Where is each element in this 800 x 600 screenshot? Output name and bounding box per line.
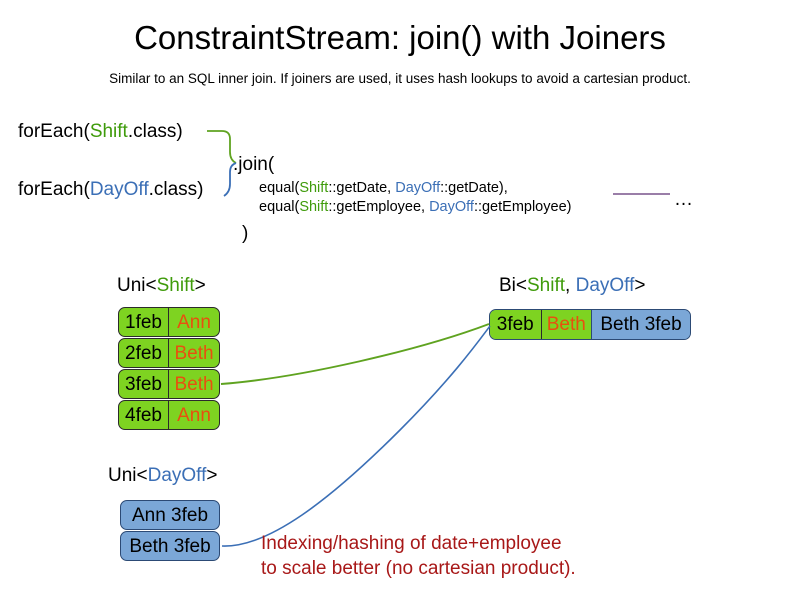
- label-bi-join: Bi<Shift, DayOff>: [499, 274, 645, 298]
- label-uni-dayoff-prefix: Uni<: [108, 465, 148, 486]
- joiner-1-prefix: equal(: [259, 180, 300, 196]
- code-foreach-shift-prefix: forEach(: [18, 121, 90, 142]
- shift-employee-cell: Beth: [174, 342, 214, 364]
- code-foreach-shift-suffix: .class): [127, 121, 183, 142]
- code-joiner-equal-employee: equal(Shift::getEmployee, DayOff::getEmp…: [259, 198, 571, 217]
- label-bi-type-b: DayOff: [575, 275, 635, 296]
- joiner-2-right-type: DayOff: [429, 199, 474, 215]
- connector-shift-to-bi: [220, 323, 490, 385]
- shift-date-cell: 4feb: [119, 401, 170, 429]
- label-bi-suffix: >: [634, 275, 646, 296]
- code-foreach-shift-type: Shift: [89, 121, 128, 142]
- label-uni-shift: Uni<Shift>: [117, 274, 206, 298]
- shift-fact-row[interactable]: 2feb Beth: [118, 338, 220, 368]
- bi-shift-date-cell: 3feb: [490, 310, 542, 339]
- code-foreach-dayoff-suffix: .class): [148, 179, 204, 200]
- label-bi-separator: ,: [565, 275, 576, 296]
- shift-employee-cell: Ann: [177, 404, 211, 426]
- code-foreach-dayoff-type: DayOff: [89, 179, 149, 200]
- dayoff-fact-row[interactable]: Ann 3feb: [120, 500, 220, 530]
- shift-date-cell: 3feb: [119, 370, 170, 398]
- label-uni-dayoff: Uni<DayOff>: [108, 464, 218, 488]
- shift-date-cell: 2feb: [119, 339, 170, 367]
- code-ellipsis: …: [674, 189, 693, 210]
- dayoff-tuple-cell: Beth 3feb: [129, 535, 211, 557]
- bi-shift-employee-cell: Beth: [541, 310, 593, 339]
- joiner-2-right-ref: ::getEmployee): [473, 199, 572, 215]
- label-uni-shift-suffix: >: [194, 275, 206, 296]
- shift-employee-cell: Ann: [177, 311, 211, 333]
- label-uni-shift-prefix: Uni<: [117, 275, 157, 296]
- dayoff-tuple-cell: Ann 3feb: [131, 504, 209, 526]
- code-join-open: .join(: [233, 154, 275, 175]
- code-join-close: ): [242, 223, 249, 244]
- connector-dayoff-to-bi: [221, 325, 491, 547]
- page-subtitle: Similar to an SQL inner join. If joiners…: [109, 71, 691, 86]
- joiner-1-left-ref: ::getDate,: [328, 180, 396, 196]
- code-foreach-dayoff: forEach(DayOff.class): [18, 178, 204, 202]
- joiner-2-prefix: equal(: [259, 199, 300, 215]
- label-bi-prefix: Bi<: [499, 275, 527, 296]
- annotation-text: Indexing/hashing of date+employee to sca…: [261, 531, 576, 581]
- joiner-1-right-ref: ::getDate),: [440, 180, 508, 196]
- brace-shift-to-join: [207, 130, 237, 164]
- label-uni-dayoff-suffix: >: [206, 465, 218, 486]
- shift-fact-row[interactable]: 4feb Ann: [118, 400, 220, 430]
- label-uni-shift-type: Shift: [156, 275, 195, 296]
- shift-fact-row[interactable]: 1feb Ann: [118, 307, 220, 337]
- page-title: ConstraintStream: join() with Joiners: [134, 19, 666, 56]
- shift-date-cell: 1feb: [119, 308, 170, 336]
- annotation-line-2: to scale better (no cartesian product).: [261, 558, 576, 579]
- shift-fact-row[interactable]: 3feb Beth: [118, 369, 220, 399]
- joiner-1-left-type: Shift: [299, 180, 329, 196]
- label-bi-type-a: Shift: [527, 275, 566, 296]
- code-foreach-shift: forEach(Shift.class): [18, 120, 183, 144]
- joiner-2-left-ref: ::getEmployee,: [328, 199, 430, 215]
- bi-joined-row[interactable]: 3feb Beth Beth 3feb: [489, 309, 691, 340]
- dayoff-fact-row[interactable]: Beth 3feb: [120, 531, 220, 561]
- label-uni-dayoff-type: DayOff: [147, 465, 207, 486]
- annotation-line-1: Indexing/hashing of date+employee: [261, 533, 562, 554]
- joiner-1-right-type: DayOff: [395, 180, 441, 196]
- bi-dayoff-tuple-cell: Beth 3feb: [592, 310, 690, 339]
- code-foreach-dayoff-prefix: forEach(: [18, 179, 90, 200]
- code-joiner-equal-date: equal(Shift::getDate, DayOff::getDate),: [259, 179, 508, 198]
- shift-employee-cell: Beth: [174, 373, 214, 395]
- joiner-2-left-type: Shift: [299, 199, 329, 215]
